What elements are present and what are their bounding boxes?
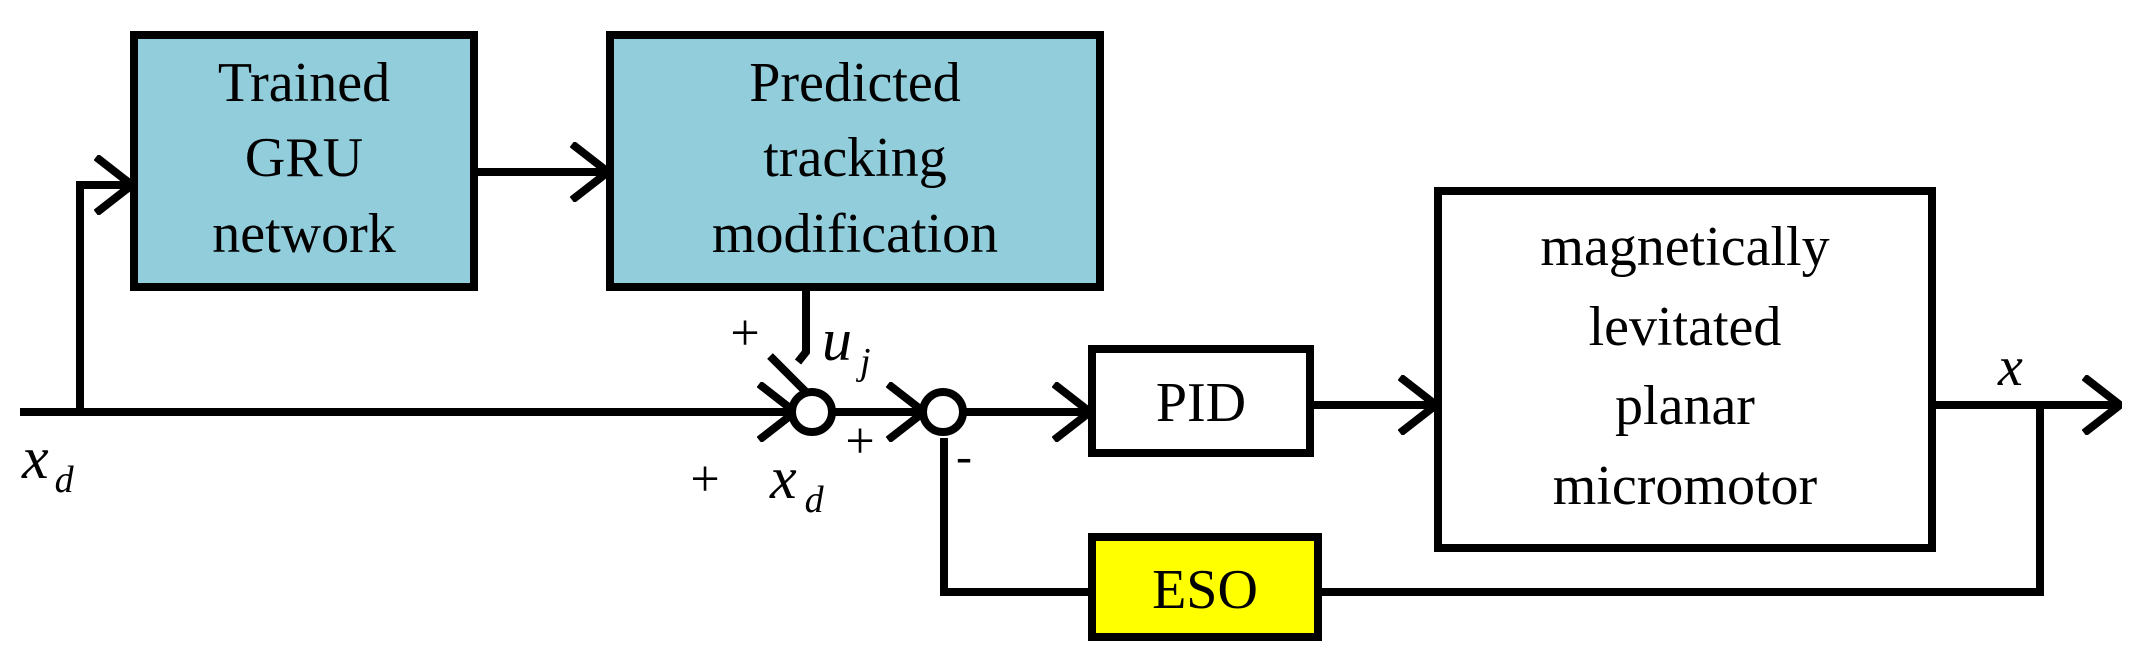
plant-line-3: planar — [1615, 375, 1755, 437]
predicted-line-2: tracking — [763, 127, 946, 189]
pid-block: PID — [1088, 345, 1314, 457]
gru-line-3: network — [212, 203, 396, 265]
eso-label: ESO — [1152, 559, 1258, 621]
summing-junction-1 — [788, 388, 836, 436]
predicted-to-sum1-line — [794, 290, 810, 365]
sum1-left-sign: + — [690, 451, 719, 508]
plant-line-4: micromotor — [1553, 455, 1818, 517]
predicted-block: Predicted tracking modification — [606, 31, 1104, 291]
feedback-line — [1318, 405, 2044, 596]
gru-line-2: GRU — [245, 127, 363, 189]
eso-to-sum2-line — [940, 438, 1090, 596]
plant-line-2: levitated — [1589, 296, 1782, 358]
predicted-line-1: Predicted — [749, 52, 960, 114]
sum1-top-sign: + — [730, 305, 759, 362]
predicted-line-3: modification — [712, 203, 998, 265]
uj-arrow-line — [767, 353, 811, 397]
sum2-left-sign: + — [845, 413, 874, 470]
branch-to-gru-line — [76, 185, 132, 412]
eso-block: ESO — [1088, 533, 1322, 641]
summing-junction-2 — [919, 388, 967, 436]
pid-label: PID — [1156, 372, 1246, 434]
sum2-bottom-sign: - — [956, 430, 972, 483]
plant-line-1: magnetically — [1540, 216, 1829, 278]
x-output-label: x — [1997, 336, 2023, 398]
gru-block: Trained GRU network — [130, 31, 478, 291]
gru-line-1: Trained — [218, 52, 390, 114]
plant-block: magnetically levitated planar micromotor — [1434, 187, 1936, 552]
